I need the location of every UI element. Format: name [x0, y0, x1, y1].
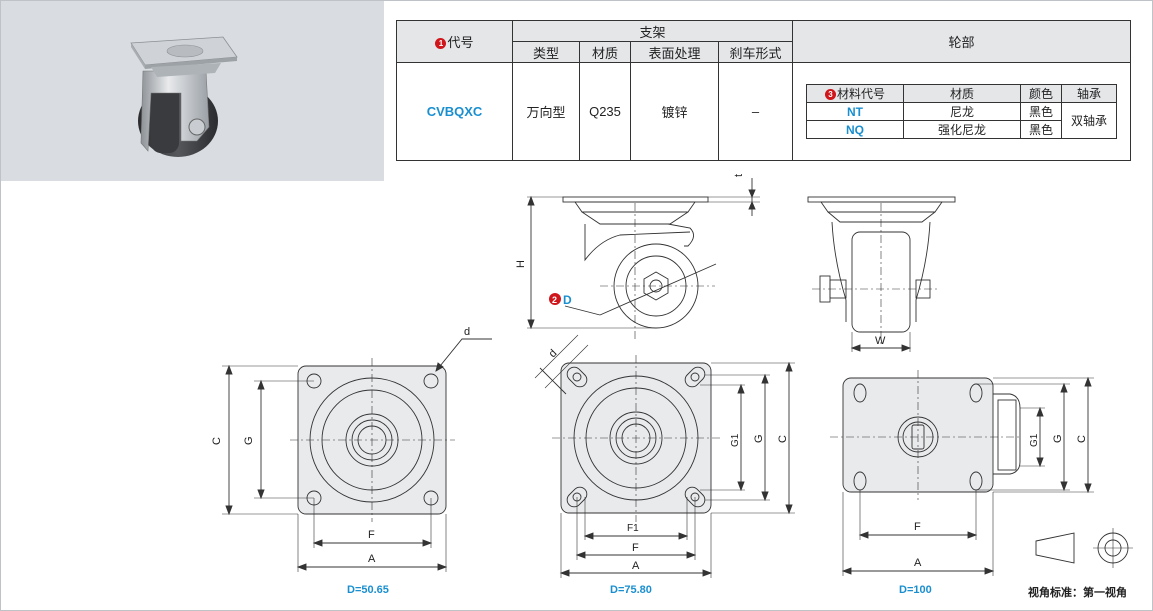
dim-a-label: A — [914, 557, 922, 569]
dim-d-label: d — [547, 347, 560, 360]
surface-value: 镀锌 — [630, 62, 719, 161]
mount-slots — [566, 366, 706, 508]
bracket-col-surface: 表面处理 — [630, 41, 719, 63]
wheel-badge: 3 — [824, 89, 836, 100]
table-row: NQ 强化尼龙 黑色 — [806, 120, 1117, 139]
dim-f1-label: F1 — [627, 523, 639, 534]
wheel-color: 黑色 — [1020, 120, 1062, 139]
wheel-color: 黑色 — [1020, 102, 1062, 121]
diameter-badge: 2 — [552, 295, 557, 305]
code-header: 代号 — [447, 35, 474, 50]
dim-w-label: W — [875, 335, 886, 347]
view-standard: 视角标准：第一视角 — [1028, 585, 1127, 599]
table-row: NT 尼龙 黑色 双轴承 — [806, 102, 1117, 139]
bracket-col-material: 材质 — [579, 41, 631, 63]
wheel-col-color: 颜色 — [1020, 84, 1062, 103]
dim-f-label: F — [632, 542, 639, 554]
captions: D=50.65 D=75.80 D=100 — [347, 584, 932, 596]
bracket-col-brake: 刹车形式 — [718, 41, 793, 63]
dim-c-label: C — [777, 435, 789, 443]
dim-g1-label: G1 — [730, 433, 741, 447]
side-view — [527, 178, 760, 340]
dim-a-label: A — [368, 553, 376, 565]
caster-photo — [130, 36, 238, 157]
dim-t-label: t — [733, 174, 745, 177]
top-view-75 — [534, 334, 795, 578]
code-value: CVBQXC — [396, 62, 513, 161]
caption-d75: D=75.80 — [610, 584, 652, 596]
bracket-header: 支架 — [512, 20, 793, 42]
top-view-50 — [222, 338, 492, 572]
code-badge: 1 — [435, 38, 447, 49]
projection-symbol — [1035, 528, 1133, 568]
wheel-code: NQ — [806, 120, 904, 139]
wheel-bearing: 双轴承 — [1061, 102, 1117, 139]
product-photo-panel — [1, 1, 384, 181]
caption-d50: D=50.65 — [347, 584, 389, 596]
dim-g1-label: G1 — [1029, 433, 1040, 447]
brake-value: – — [718, 62, 793, 161]
material-value: Q235 — [579, 62, 631, 161]
dim-f-label: F — [914, 521, 921, 533]
dim-g-label: G — [243, 436, 255, 445]
type-value: 万向型 — [512, 62, 580, 161]
dim-a-label: A — [632, 560, 640, 572]
diameter-label: D — [563, 293, 572, 307]
dim-d-label: d — [464, 326, 470, 338]
top-view-100 — [830, 370, 1094, 576]
front-view — [807, 196, 956, 352]
caption-d100: D=100 — [899, 584, 932, 596]
dim-h-label: H — [515, 260, 527, 268]
diameter-marker: 2 D — [549, 293, 572, 307]
wheel-material: 强化尼龙 — [903, 120, 1021, 139]
dim-c-label: C — [211, 437, 223, 445]
wheel-header: 轮部 — [792, 20, 1131, 63]
wheel-col-code: 材料代号 — [836, 87, 885, 101]
dim-c-label: C — [1076, 435, 1088, 443]
dim-g-label: G — [753, 434, 765, 443]
dim-f-label: F — [368, 529, 375, 541]
dim-g-label: G — [1052, 434, 1064, 443]
